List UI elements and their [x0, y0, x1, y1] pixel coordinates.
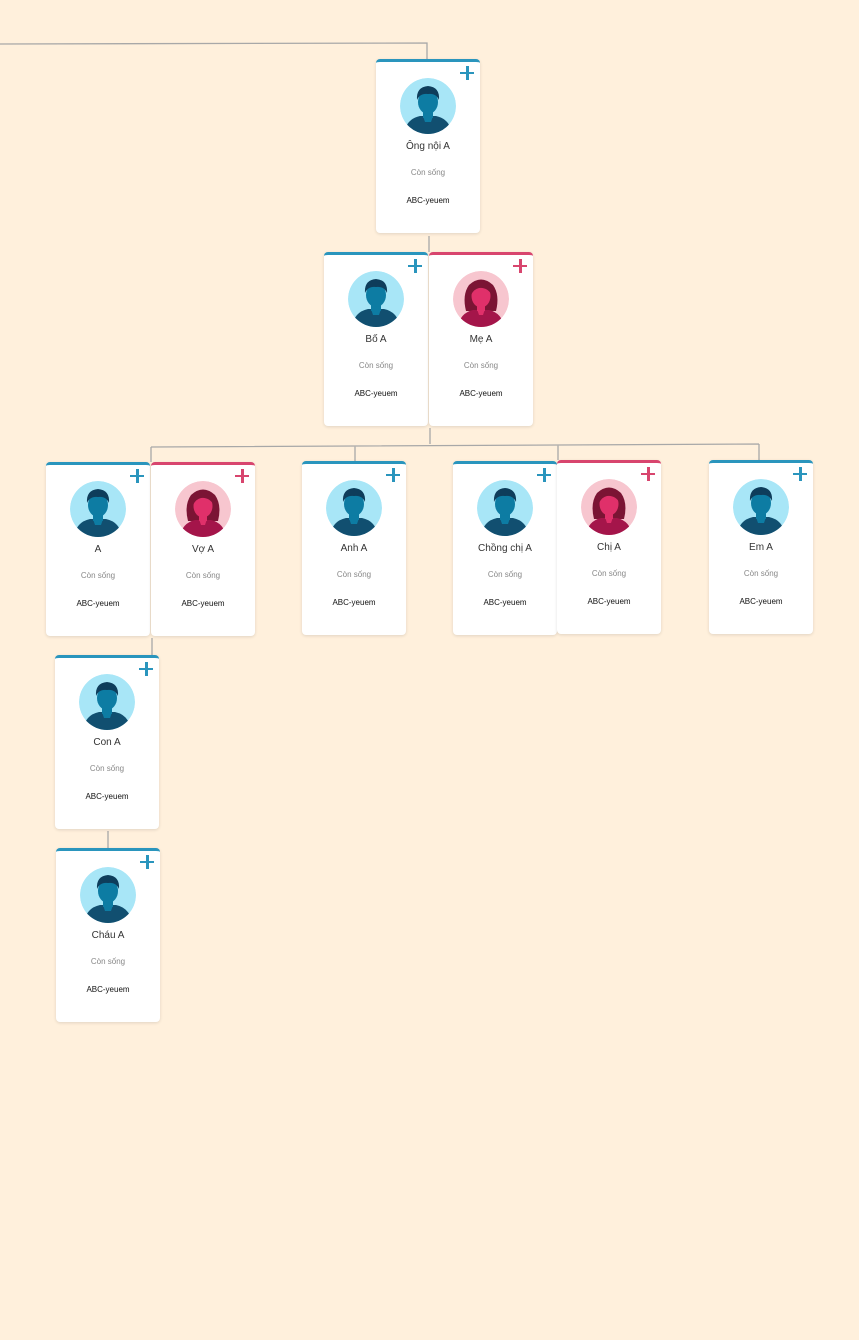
member-account: ABC-yeuem [332, 598, 376, 607]
member-name: Con A [93, 737, 121, 748]
member-name: Em A [749, 542, 773, 553]
member-account: ABC-yeuem [181, 599, 225, 608]
member-card[interactable]: Bố A Còn sống ABC-yeuem [324, 252, 428, 426]
member-name: Chồng chị A [478, 543, 532, 554]
add-member-button[interactable] [793, 467, 807, 481]
tree-connector [150, 428, 760, 462]
member-account: ABC-yeuem [459, 389, 503, 398]
member-card[interactable]: Chị A Còn sống ABC-yeuem [557, 460, 661, 634]
member-card[interactable]: Mẹ A Còn sống ABC-yeuem [429, 252, 533, 426]
member-account: ABC-yeuem [76, 599, 120, 608]
add-member-button[interactable] [537, 468, 551, 482]
member-card[interactable]: Em A Còn sống ABC-yeuem [709, 460, 813, 634]
member-card[interactable]: Con A Còn sống ABC-yeuem [55, 655, 159, 829]
male-avatar-icon [400, 78, 456, 134]
female-avatar-icon [453, 271, 509, 327]
add-member-button[interactable] [140, 855, 154, 869]
member-status: Còn sống [410, 168, 446, 177]
male-avatar-icon [70, 481, 126, 537]
member-status: Còn sống [90, 957, 126, 966]
female-avatar-icon [175, 481, 231, 537]
member-name: Chị A [597, 542, 621, 553]
member-status: Còn sống [591, 569, 627, 578]
member-card[interactable]: Anh A Còn sống ABC-yeuem [302, 461, 406, 635]
member-name: Bố A [365, 334, 387, 345]
member-name: Anh A [340, 543, 368, 554]
member-account: ABC-yeuem [587, 597, 631, 606]
member-status: Còn sống [80, 571, 116, 580]
member-name: A [94, 544, 102, 555]
female-avatar-icon [581, 479, 637, 535]
member-name: Vợ A [191, 544, 215, 555]
member-name: Cháu A [91, 930, 125, 941]
member-card[interactable]: Chồng chị A Còn sống ABC-yeuem [453, 461, 557, 635]
member-card[interactable]: Vợ A Còn sống ABC-yeuem [151, 462, 255, 636]
add-member-button[interactable] [460, 66, 474, 80]
add-member-button[interactable] [641, 467, 655, 481]
member-status: Còn sống [463, 361, 499, 370]
male-avatar-icon [348, 271, 404, 327]
tree-connector [0, 42, 428, 59]
member-account: ABC-yeuem [739, 597, 783, 606]
member-name: Ông nội A [406, 141, 450, 152]
add-member-button[interactable] [139, 662, 153, 676]
male-avatar-icon [477, 480, 533, 536]
male-avatar-icon [80, 867, 136, 923]
member-name: Mẹ A [469, 334, 493, 345]
add-member-button[interactable] [513, 259, 527, 273]
member-card[interactable]: Ông nội A Còn sống ABC-yeuem [376, 59, 480, 233]
male-avatar-icon [733, 479, 789, 535]
member-account: ABC-yeuem [86, 985, 130, 994]
member-status: Còn sống [743, 569, 779, 578]
member-status: Còn sống [185, 571, 221, 580]
add-member-button[interactable] [386, 468, 400, 482]
member-status: Còn sống [336, 570, 372, 579]
member-account: ABC-yeuem [85, 792, 129, 801]
male-avatar-icon [326, 480, 382, 536]
member-account: ABC-yeuem [483, 598, 527, 607]
member-status: Còn sống [487, 570, 523, 579]
add-member-button[interactable] [130, 469, 144, 483]
add-member-button[interactable] [235, 469, 249, 483]
member-status: Còn sống [89, 764, 125, 773]
add-member-button[interactable] [408, 259, 422, 273]
member-status: Còn sống [358, 361, 394, 370]
male-avatar-icon [79, 674, 135, 730]
member-account: ABC-yeuem [406, 196, 450, 205]
member-card[interactable]: A Còn sống ABC-yeuem [46, 462, 150, 636]
member-account: ABC-yeuem [354, 389, 398, 398]
member-card[interactable]: Cháu A Còn sống ABC-yeuem [56, 848, 160, 1022]
